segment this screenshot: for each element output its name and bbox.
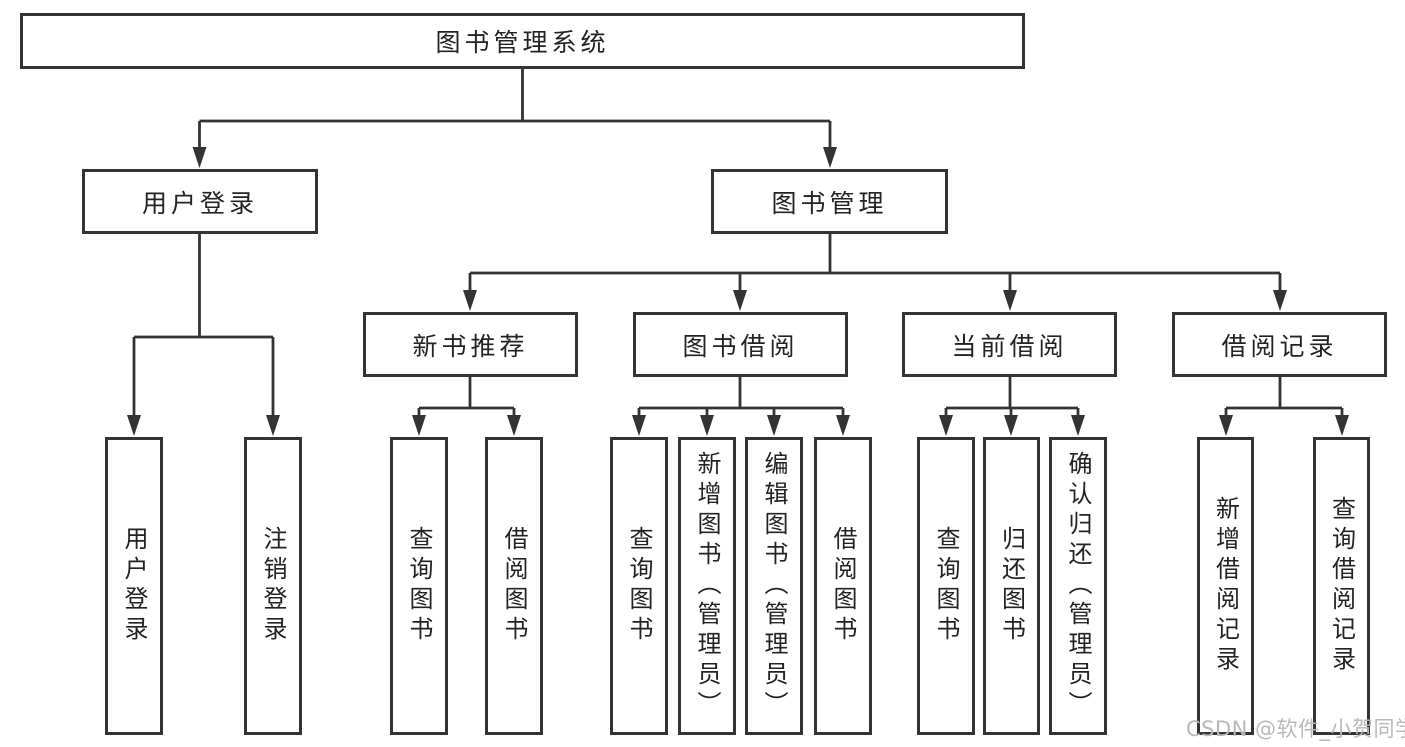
- node-add-book-admin: 新增图书（管理员）: [678, 437, 736, 735]
- node-logout: 注销登录: [244, 437, 302, 735]
- node-confirm-return-admin: 确认归还（管理员）: [1049, 437, 1107, 735]
- node-library-management-system: 图书管理系统: [20, 13, 1025, 69]
- node-book-borrowing: 图书借阅: [633, 312, 848, 377]
- node-borrow-books-leaf: 借阅图书: [814, 437, 872, 735]
- csdn-watermark: CSDN @软件_小贺同学: [1186, 717, 1405, 741]
- node-user-login-leaf: 用户登录: [105, 437, 163, 735]
- node-return-books: 归还图书: [983, 437, 1040, 735]
- node-edit-book-admin: 编辑图书（管理员）: [745, 437, 803, 735]
- node-borrow-books-recommend: 借阅图书: [485, 437, 543, 735]
- node-new-book-recommend: 新书推荐: [363, 312, 578, 377]
- node-user-login: 用户登录: [82, 169, 318, 234]
- node-add-borrow-record: 新增借阅记录: [1197, 437, 1254, 735]
- node-borrow-records: 借阅记录: [1172, 312, 1387, 377]
- node-query-books-current: 查询图书: [917, 437, 975, 735]
- node-current-borrowing: 当前借阅: [902, 312, 1117, 377]
- node-query-borrow-record: 查询借阅记录: [1313, 437, 1370, 735]
- node-query-books-borrowing: 查询图书: [610, 437, 668, 735]
- node-book-management: 图书管理: [711, 169, 948, 234]
- node-query-books-recommend: 查询图书: [390, 437, 448, 735]
